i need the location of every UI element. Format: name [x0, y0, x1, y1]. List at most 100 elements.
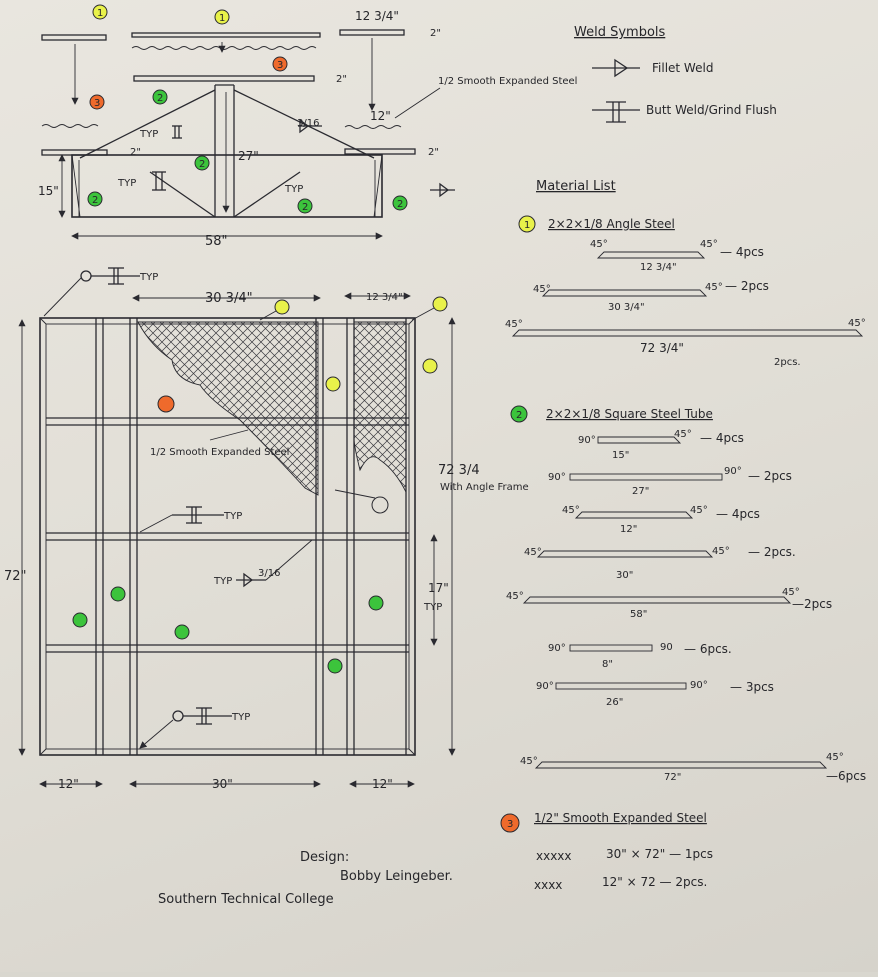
svg-text:45°: 45° — [705, 282, 723, 293]
svg-text:— 2pcs.: — 2pcs. — [748, 545, 796, 559]
plate-middle — [133, 75, 315, 82]
butt-weld-icon — [43, 267, 140, 317]
svg-text:45°: 45° — [690, 505, 708, 516]
material-callout-3 — [500, 813, 520, 833]
svg-text:8": 8" — [602, 659, 613, 670]
expanded-steel-panel-center — [137, 321, 319, 496]
piece-3-2-size: 12" × 72 — 2pcs. — [602, 875, 707, 889]
piece-2-7: 90° 26" 90° — 3pcs — [536, 680, 774, 708]
piece-3-2-mark: xxxx — [534, 878, 562, 892]
fillet-weld-icon — [236, 539, 313, 588]
front-view: 30 3/4" 12 3/4" 72" 72 3/4 With Angle Fr… — [4, 267, 529, 791]
callout-2-c — [194, 155, 210, 171]
dim-top-small: 12 3/4" — [355, 9, 399, 23]
piece-2-6: 90° 8" 90 — 6pcs. — [548, 642, 732, 670]
svg-text:12 3/4": 12 3/4" — [640, 262, 677, 273]
svg-text:30 3/4": 30 3/4" — [608, 302, 645, 313]
dim-leg-height: 15" — [38, 184, 59, 198]
dim-top-right-width: 12 3/4" — [366, 292, 403, 303]
top-detail: 58" 15" 27" 12 3/4" 2" 2" 2" 2" 12" 1/2 … — [38, 4, 577, 249]
top-expanded-label: 1/2 Smooth Expanded Steel — [438, 76, 577, 87]
top-typ-2: TYP — [117, 178, 136, 189]
dim-angle-frame: 72 3/4 — [438, 463, 480, 478]
dim-spacing: 17" — [428, 581, 449, 595]
svg-text:45°: 45° — [505, 319, 523, 330]
section-2-title: 2×2×1/8 Square Steel Tube — [546, 407, 713, 421]
dim-top-gap: 2" — [430, 28, 441, 39]
expanded-mesh-edge — [131, 46, 317, 50]
callout-1-front-center — [325, 376, 341, 392]
svg-text:45°: 45° — [590, 239, 608, 250]
material-list-title: Material List — [536, 179, 616, 194]
callout-2-text: 2 — [157, 93, 163, 104]
fillet-weld-icon — [592, 58, 640, 78]
title-block: Design: Bobby Leingeber. Southern Techni… — [158, 850, 453, 907]
front-typ-1: TYP — [139, 272, 158, 283]
callout-1-front-right — [422, 358, 438, 374]
dim-overall-width: 58" — [205, 234, 228, 249]
svg-text:12": 12" — [620, 524, 637, 535]
dim-center-height: 27" — [238, 149, 259, 163]
svg-text:45°: 45° — [533, 284, 551, 295]
callout-2-a — [152, 89, 168, 105]
svg-text:— 4pcs: — 4pcs — [716, 507, 760, 521]
front-weld-size: 3/16 — [258, 568, 280, 579]
dim-side-twelve: 12" — [370, 109, 391, 123]
callout-3-left — [89, 94, 105, 110]
material-callout-2-text: 2 — [516, 410, 522, 421]
dim-mid-gap: 2" — [336, 74, 347, 85]
weld-symbols-legend: Weld Symbols Fillet Weld Butt Weld/Grind… — [574, 25, 777, 123]
callout-2-e — [392, 195, 408, 211]
piece-2-1: 90° 15" 45° — 4pcs — [578, 429, 744, 461]
material-callout-1-text: 1 — [524, 220, 530, 231]
section-1-title: 2×2×1/8 Angle Steel — [548, 217, 675, 231]
dim-bottom-left: 12" — [58, 777, 79, 791]
svg-text:45°: 45° — [700, 239, 718, 250]
svg-text:90°: 90° — [724, 466, 742, 477]
top-typ-1: TYP — [139, 129, 158, 140]
callout-3-front-left — [157, 395, 175, 413]
piece-1-1: 45° 12 3/4" 45° — 4pcs — [590, 239, 764, 273]
dim-left-gap: 2" — [130, 147, 141, 158]
svg-text:45°: 45° — [674, 429, 692, 440]
svg-text:90°: 90° — [548, 472, 566, 483]
callout-2-text: 2 — [302, 202, 308, 213]
butt-weld-icon — [139, 506, 224, 533]
plate-top-center — [131, 32, 321, 38]
top-weld-size: 3/16 — [297, 118, 319, 129]
school-name: Southern Technical College — [158, 892, 334, 907]
svg-text:2pcs.: 2pcs. — [774, 357, 801, 368]
callout-2-text: 2 — [397, 199, 403, 210]
material-callout-3-text: 3 — [507, 819, 513, 830]
svg-text:30": 30" — [616, 570, 633, 581]
front-typ-4: TYP — [231, 712, 250, 723]
expanded-steel-panel-right — [353, 321, 407, 493]
callout-1-front-right-top — [432, 296, 448, 312]
butt-weld-icon — [152, 171, 166, 191]
callout-2-front-d — [327, 658, 343, 674]
front-outer-frame — [39, 317, 416, 756]
dim-height: 72" — [4, 569, 27, 584]
callout-2-text: 2 — [199, 159, 205, 170]
callout-1-text: 1 — [97, 8, 103, 19]
svg-text:— 6pcs.: — 6pcs. — [684, 642, 732, 656]
svg-text:90°: 90° — [548, 643, 566, 654]
designer-name: Bobby Leingeber. — [340, 869, 453, 884]
svg-text:45°: 45° — [826, 752, 844, 763]
piece-2-3: 45° 12" 45° — 4pcs — [562, 505, 760, 535]
svg-text:— 2pcs: — 2pcs — [725, 279, 769, 293]
svg-text:15": 15" — [612, 450, 629, 461]
svg-text:45°: 45° — [520, 756, 538, 767]
design-label: Design: — [300, 850, 349, 865]
fillet-weld-icon — [430, 182, 455, 198]
front-expanded-label: 1/2 Smooth Expanded Steel — [150, 447, 289, 458]
svg-text:45°: 45° — [524, 547, 542, 558]
svg-text:45°: 45° — [506, 591, 524, 602]
weld-symbols-title: Weld Symbols — [574, 25, 666, 40]
svg-text:—2pcs: —2pcs — [792, 597, 832, 611]
svg-text:45°: 45° — [782, 587, 800, 598]
piece-2-5: 45° 58" 45° —2pcs — [506, 587, 832, 620]
svg-text:45°: 45° — [712, 546, 730, 557]
base-frame — [71, 154, 383, 218]
